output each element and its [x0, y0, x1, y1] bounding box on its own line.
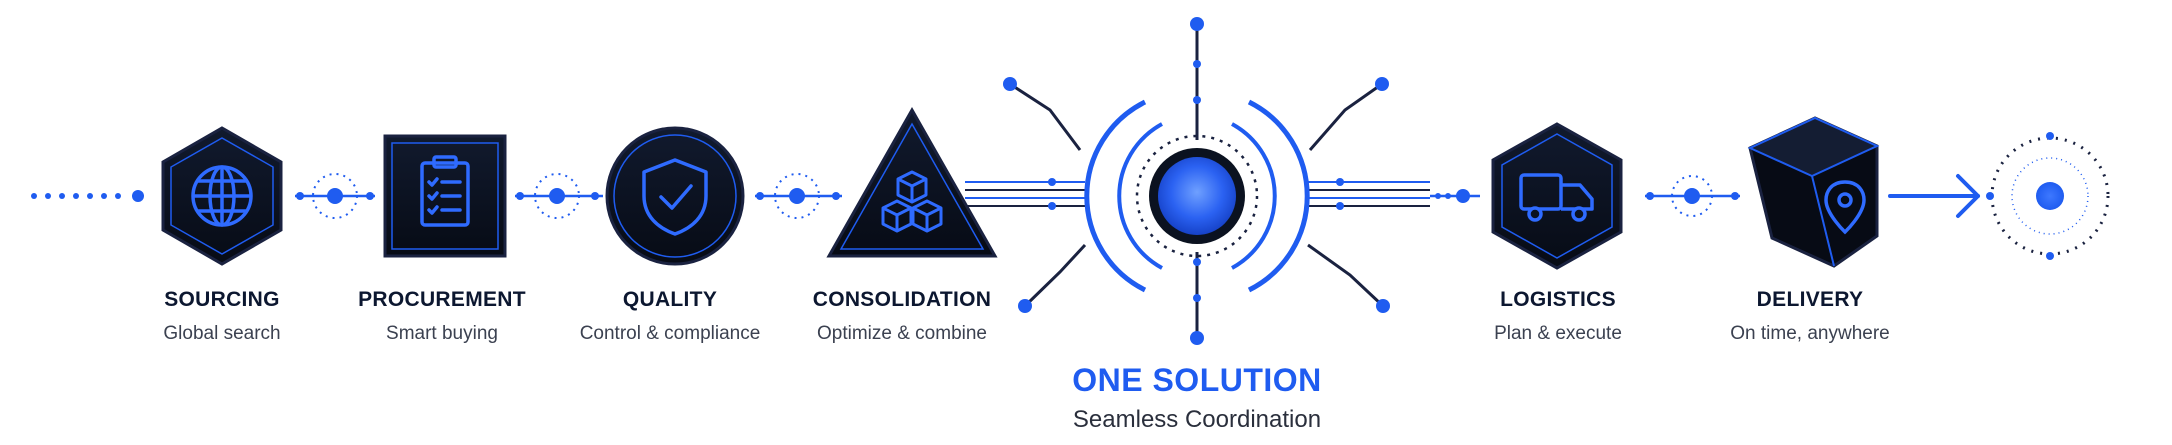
globe-icon [191, 165, 253, 227]
quality-node [605, 126, 745, 266]
step-title: QUALITY [622, 288, 718, 311]
step-subtitle: Smart buying [386, 323, 498, 344]
hub-left-bus [965, 178, 1085, 210]
connector-procurement-quality [515, 173, 603, 219]
connector-logistics-delivery [1645, 175, 1740, 217]
sourcing-node [161, 126, 283, 266]
hub-right-bus [1305, 178, 1480, 210]
connector-quality-consolidation [755, 173, 842, 219]
step-subtitle: On time, anywhere [1730, 323, 1890, 344]
hub-title: ONE SOLUTION [1072, 362, 1322, 398]
step-subtitle: Plan & execute [1494, 323, 1622, 344]
delivery-node [1747, 116, 1880, 268]
step-subtitle: Optimize & combine [816, 323, 987, 344]
hub-subtitle: Seamless Coordination [1072, 406, 1322, 433]
step-subtitle: Global search [163, 323, 281, 344]
connector-sourcing-procurement [295, 173, 375, 219]
box-location-pin-icon [1824, 180, 1866, 235]
step-title: PROCUREMENT [358, 288, 526, 311]
arrow-to-endpoint [1888, 174, 1980, 218]
shield-check-icon [642, 158, 708, 236]
step-title: LOGISTICS [1500, 288, 1616, 311]
leading-dotted-connector [31, 190, 144, 202]
clipboard-checklist-icon [420, 155, 470, 227]
truck-icon [1519, 173, 1594, 222]
step-title: SOURCING [164, 288, 280, 311]
step-subtitle: Control & compliance [579, 323, 761, 344]
consolidation-node [826, 106, 998, 258]
step-title: DELIVERY [1756, 288, 1864, 311]
hub-core-icon [1084, 99, 1310, 293]
step-title: CONSOLIDATION [812, 288, 992, 311]
hub-circuit-nodes [1003, 17, 1390, 345]
logistics-node [1491, 122, 1623, 270]
stacked-cubes-icon [881, 170, 943, 233]
target-endpoint-icon [1986, 132, 2110, 260]
procurement-node [383, 134, 507, 258]
